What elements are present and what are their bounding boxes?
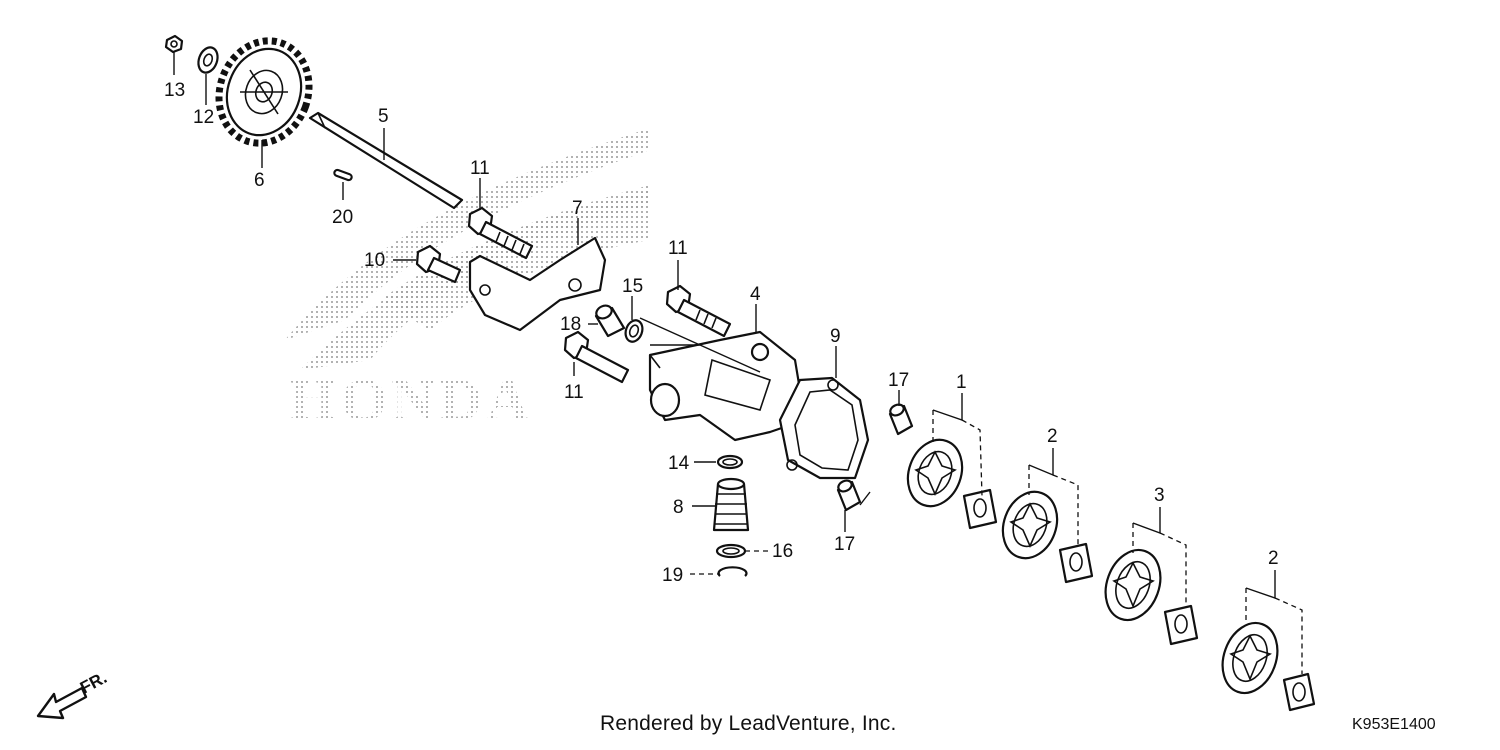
part-2-outer-rotor-upper — [1001, 490, 1059, 560]
callout-11-lower: 11 — [564, 382, 584, 403]
callout-10: 10 — [364, 250, 385, 271]
callout-16: 16 — [772, 541, 793, 562]
callout-3: 3 — [1154, 485, 1165, 506]
callout-11-upper: 11 — [470, 158, 490, 179]
callout-1: 1 — [956, 372, 967, 393]
part-3-outer-rotor — [1104, 548, 1162, 622]
rotor-bracket-leaders — [932, 393, 1303, 674]
callout-17-upper: 17 — [888, 370, 909, 391]
assembly-guide-lines — [639, 317, 871, 506]
part-17-dowel-lower — [836, 479, 862, 512]
callout-14: 14 — [668, 453, 690, 474]
part-8-relief-valve — [712, 477, 750, 532]
callout-6: 6 — [254, 170, 265, 191]
callout-9: 9 — [830, 326, 841, 347]
part-2-inner-rotor-upper — [1058, 542, 1094, 584]
part-5-pump-shaft — [308, 111, 464, 210]
part-20-pin — [333, 168, 353, 182]
callout-11-middle: 11 — [668, 238, 688, 259]
part-19-circlip — [717, 566, 748, 577]
callout-7: 7 — [572, 198, 583, 219]
part-6-drive-gear — [215, 37, 313, 147]
callout-leaders — [173, 52, 900, 575]
part-1-outer-rotor — [906, 438, 964, 508]
part-14-o-ring — [716, 454, 744, 470]
part-7-oil-pump-plate — [468, 236, 607, 332]
part-10-bolt — [415, 244, 462, 284]
part-16-o-ring — [715, 543, 747, 559]
part-13-nut — [164, 34, 184, 54]
part-11-bolt-middle — [665, 284, 732, 338]
honda-wordmark: HONDA — [290, 367, 533, 433]
render-credit: Rendered by LeadVenture, Inc. — [600, 712, 897, 735]
callout-labels: 13 12 6 5 20 11 7 10 11 15 4 18 11 9 17 … — [164, 80, 1279, 586]
part-2-outer-rotor-lower — [1221, 621, 1279, 695]
part-1-inner-rotor — [962, 488, 998, 530]
front-direction-indicator: FR. — [36, 668, 110, 720]
callout-19: 19 — [662, 565, 683, 586]
part-11-bolt-lower — [563, 330, 630, 384]
part-18-dowel — [594, 304, 626, 338]
part-9-gasket — [778, 376, 870, 480]
part-17-dowel-upper — [888, 403, 914, 436]
callout-5: 5 — [378, 106, 389, 127]
callout-15: 15 — [622, 276, 643, 297]
part-15-o-ring — [624, 319, 644, 343]
callout-17-lower: 17 — [834, 534, 855, 555]
part-11-bolt-upper — [467, 206, 534, 260]
callout-2-upper: 2 — [1047, 426, 1058, 447]
callout-12: 12 — [193, 107, 214, 128]
part-2-inner-rotor-lower — [1282, 672, 1316, 712]
part-3-inner-rotor — [1163, 604, 1199, 646]
part-4-oil-pump-body — [648, 330, 807, 442]
callout-2-lower: 2 — [1268, 548, 1279, 569]
callout-18: 18 — [560, 314, 581, 335]
callout-13: 13 — [164, 80, 185, 101]
diagram-code: K953E1400 — [1352, 716, 1436, 733]
callout-8: 8 — [673, 497, 684, 518]
honda-wing-watermark: HONDA — [285, 128, 650, 433]
callout-20: 20 — [332, 207, 353, 228]
callout-4: 4 — [750, 284, 761, 305]
front-arrow-icon — [36, 686, 88, 720]
part-12-washer — [197, 46, 219, 74]
